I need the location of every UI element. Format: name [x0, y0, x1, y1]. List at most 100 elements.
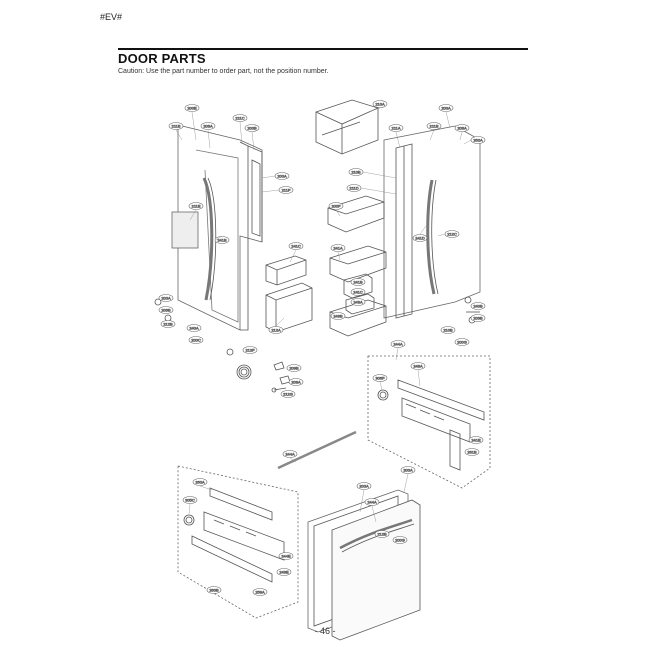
svg-text:244A: 244A	[393, 342, 403, 347]
callout-a1: 200E	[184, 104, 200, 112]
svg-text:243B: 243B	[333, 314, 343, 319]
callout-e1: 244A	[282, 450, 298, 458]
callout-b11: 241C	[350, 288, 366, 296]
svg-text:212F: 212F	[245, 348, 255, 353]
left-door-assembly	[154, 124, 263, 356]
svg-text:210B: 210B	[351, 170, 361, 175]
svg-text:211A: 211A	[391, 126, 400, 131]
callout-d5: 261B	[464, 448, 480, 456]
svg-text:211E: 211E	[191, 204, 200, 209]
callout-b7: 211D	[346, 184, 362, 192]
callout-f3: 243E	[276, 568, 292, 576]
svg-text:211C: 211C	[235, 116, 244, 121]
callout-b12: 243A	[350, 298, 366, 306]
callout-a7: 211F	[278, 186, 294, 194]
svg-text:240A: 240A	[189, 326, 199, 331]
svg-text:211F: 211F	[282, 188, 291, 193]
svg-text:241C: 241C	[353, 290, 363, 295]
callout-g5: 200G	[392, 536, 408, 544]
svg-text:211B: 211B	[171, 124, 180, 129]
callout-a11: 200A	[158, 294, 174, 302]
callout-f1: 260A	[192, 478, 208, 486]
svg-text:200G: 200G	[457, 340, 467, 345]
callout-c1: 212F	[242, 346, 258, 354]
callout-b6: 210B	[348, 168, 364, 176]
callout-f5: 258A	[252, 588, 268, 596]
svg-text:240B: 240B	[473, 304, 483, 309]
callout-a4: 211C	[232, 114, 248, 122]
svg-text:248A: 248A	[413, 364, 423, 369]
svg-text:258A: 258A	[255, 590, 265, 595]
page-title: DOOR PARTS	[118, 51, 206, 66]
callout-a8: 211E	[188, 202, 204, 210]
callout-f4: 260B	[206, 586, 222, 594]
callout-a15: 200C	[188, 336, 204, 344]
callout-b2: 211B	[426, 122, 442, 130]
svg-text:241C: 241C	[291, 244, 301, 249]
svg-text:200A: 200A	[359, 484, 369, 489]
svg-text:210A: 210A	[375, 102, 385, 107]
svg-text:243A: 243A	[353, 300, 363, 305]
svg-text:244E: 244E	[281, 554, 291, 559]
drawer-rod	[277, 430, 357, 470]
svg-text:200C: 200C	[191, 338, 201, 343]
callout-b5: 262A	[470, 136, 486, 144]
svg-text:244A: 244A	[367, 500, 377, 505]
svg-text:200A: 200A	[403, 468, 413, 473]
callout-b1: 211A	[388, 124, 404, 132]
right-door-bin-1	[327, 195, 385, 233]
callout-b9: 241A	[330, 244, 346, 252]
svg-text:203A: 203A	[203, 124, 213, 129]
callout-a9: 241B	[214, 236, 230, 244]
svg-text:244A: 244A	[285, 452, 295, 457]
svg-text:212B: 212B	[377, 532, 387, 537]
svg-text:241E: 241E	[471, 438, 481, 443]
callout-g4: 212B	[374, 530, 390, 538]
callout-a17: 210A	[372, 100, 388, 108]
svg-text:211B: 211B	[429, 124, 438, 129]
callout-g2: 200A	[356, 482, 372, 490]
svg-text:241B: 241B	[353, 280, 363, 285]
freezer-drawer-door	[307, 489, 421, 641]
left-bin-upper	[265, 255, 307, 286]
callout-g1: 200A	[400, 466, 416, 474]
tubing-and-clips	[236, 361, 291, 393]
svg-text:211D: 211D	[349, 186, 358, 191]
callout-a13: 212B	[160, 320, 176, 328]
callout-a16: 212A	[268, 326, 284, 334]
callout-b8: 200F	[328, 202, 344, 210]
callout-d3: 306F	[372, 374, 388, 382]
svg-text:212B: 212B	[163, 322, 173, 327]
callout-c4: 212G	[280, 390, 296, 398]
drawer-rail-assembly-box	[367, 355, 491, 489]
svg-text:260A: 260A	[195, 480, 205, 485]
callout-b17: 203B	[470, 314, 486, 322]
callout-b3: 200A	[438, 104, 454, 112]
svg-text:200A: 200A	[161, 296, 171, 301]
callout-b15: 212C	[444, 230, 460, 238]
caution-note: Caution: Use the part number to order pa…	[118, 68, 329, 75]
callout-a12: 203B	[158, 306, 174, 314]
svg-text:305C: 305C	[185, 498, 195, 503]
svg-text:203B: 203B	[473, 316, 483, 321]
callout-b19: 200G	[454, 338, 470, 346]
callout-g3: 244A	[364, 498, 380, 506]
right-door-bin-2	[329, 245, 387, 283]
callout-d1: 244A	[390, 340, 406, 348]
svg-text:261B: 261B	[467, 450, 477, 455]
svg-text:200A: 200A	[441, 106, 451, 111]
svg-text:241D: 241D	[415, 236, 425, 241]
callout-b14: 241D	[412, 234, 428, 242]
callout-b10: 241B	[350, 278, 366, 286]
callout-a6: 200A	[274, 172, 290, 180]
svg-text:209B: 209B	[289, 366, 299, 371]
svg-text:260B: 260B	[209, 588, 219, 593]
model-tag: #EV#	[100, 12, 123, 22]
svg-text:210B: 210B	[443, 328, 453, 333]
callout-b16: 240B	[470, 302, 486, 310]
svg-text:241B: 241B	[217, 238, 227, 243]
callout-c3: 209A	[288, 378, 304, 386]
page-number: - 46 -	[314, 626, 336, 636]
header-rule	[118, 48, 528, 50]
